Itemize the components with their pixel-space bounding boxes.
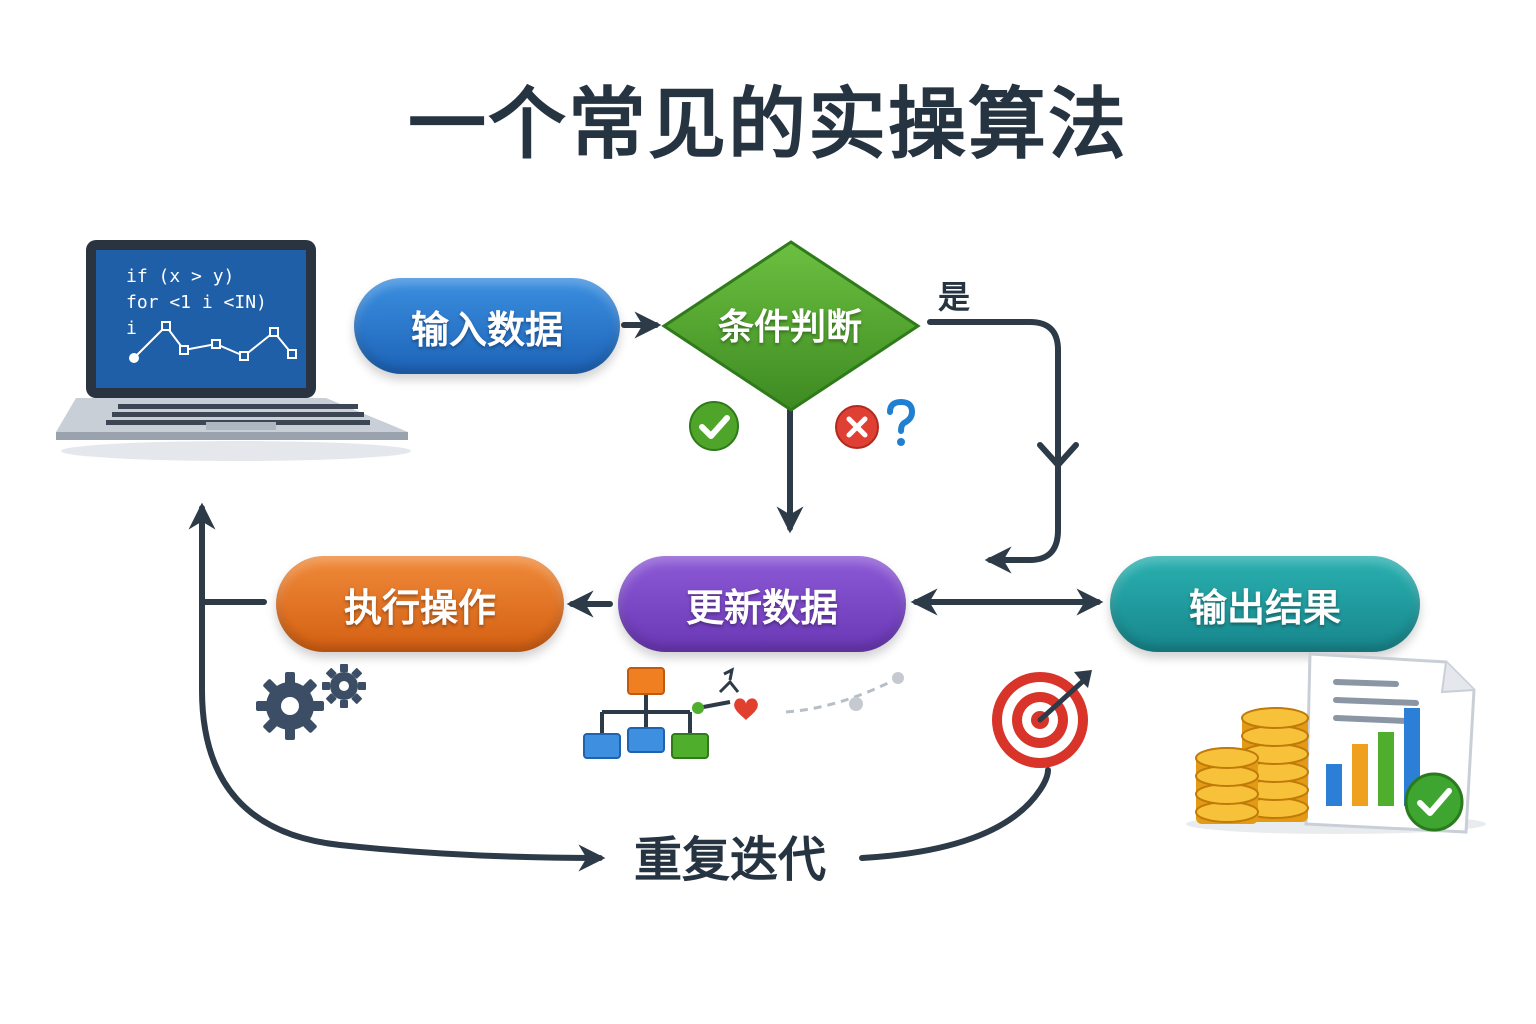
laptop-icon: if (x > y) for <1 i <IN) i bbox=[56, 240, 411, 461]
code-line-1: if (x > y) bbox=[126, 266, 234, 287]
update-node[interactable]: 更新数据 bbox=[618, 556, 906, 652]
hierarchy-icon bbox=[583, 667, 904, 759]
input-label: 输入数据 bbox=[410, 307, 563, 352]
input-node[interactable]: 输入数据 bbox=[354, 278, 620, 374]
code-line-2: for <1 i <IN) bbox=[126, 292, 267, 313]
question-mark-icon bbox=[887, 398, 916, 446]
gears-icon bbox=[256, 664, 366, 740]
diagram-title: 一个常见的实操算法 bbox=[407, 80, 1128, 170]
arrow-condition-yes-branch bbox=[927, 319, 1061, 574]
code-line-3: i bbox=[126, 318, 137, 339]
report-coins-icon bbox=[1186, 652, 1486, 834]
arrow-loop-bottom bbox=[199, 597, 606, 872]
yes-label: 是 bbox=[938, 278, 971, 316]
arrow-loop-right bbox=[859, 767, 1051, 861]
execute-node[interactable]: 执行操作 bbox=[276, 556, 564, 652]
update-label: 更新数据 bbox=[685, 585, 838, 630]
execute-label: 执行操作 bbox=[343, 585, 496, 630]
output-node[interactable]: 输出结果 bbox=[1110, 556, 1420, 652]
arrow-yes-branch-mid-head bbox=[1037, 442, 1079, 468]
red-x-icon bbox=[835, 405, 879, 449]
green-check-icon bbox=[689, 401, 739, 451]
loop-label: 重复迭代 bbox=[634, 832, 827, 888]
condition-node[interactable] bbox=[660, 238, 922, 414]
output-label: 输出结果 bbox=[1188, 585, 1341, 630]
target-icon bbox=[992, 670, 1092, 768]
